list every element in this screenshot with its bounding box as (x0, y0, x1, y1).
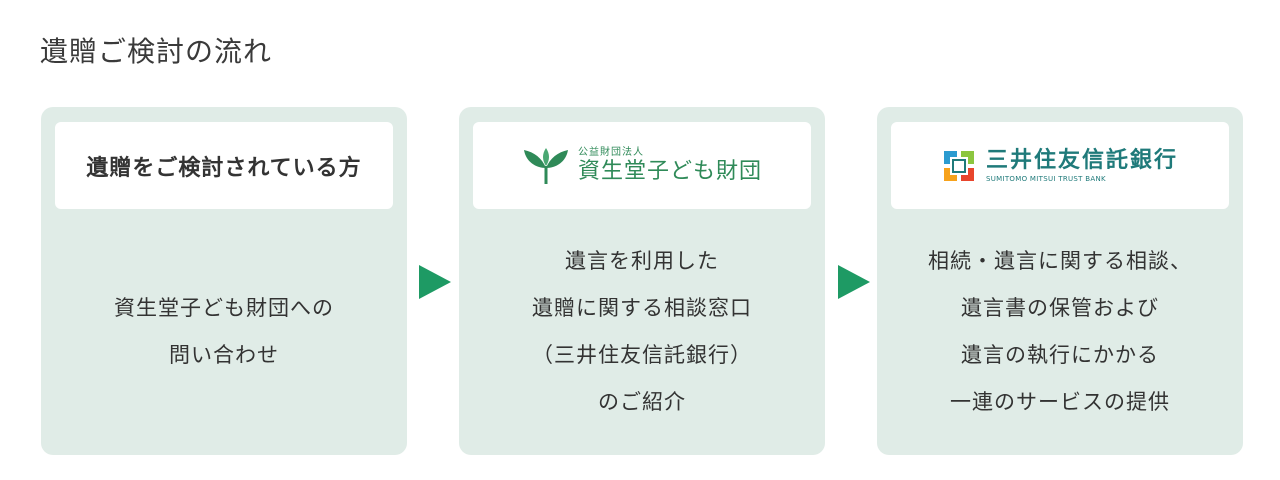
logo-subtitle: SUMITOMO MITSUI TRUST BANK (985, 174, 1106, 183)
step-card-body: 相続・遺言に関する相談、 遺言書の保管および 遺言の執行にかかる 一連のサービス… (877, 209, 1243, 455)
leaf-sprout-icon (523, 147, 568, 184)
step-card-referral: 公益財団法人 資生堂子ども財団 遺言を利用した 遺贈に関する相談窓口 （三井住友… (459, 107, 825, 455)
step-text-line: 遺言書の保管および (961, 296, 1159, 320)
step-card-body: 資生堂子ども財団への 問い合わせ (41, 209, 407, 455)
logo-subtitle: 公益財団法人 (577, 146, 644, 158)
smtb-logo: 三井住友信託銀行 SUMITOMO MITSUI TRUST BANK (942, 148, 1178, 184)
step-card-body: 遺言を利用した 遺贈に関する相談窓口 （三井住友信託銀行） のご紹介 (459, 209, 825, 455)
step-text-line: （三井住友信託銀行） (532, 343, 752, 367)
step-card-inquiry: 遺贈をご検討されている方 資生堂子ども財団への 問い合わせ (41, 107, 407, 455)
shiseido-foundation-logo: 公益財団法人 資生堂子ども財団 (522, 146, 762, 186)
step-text-line: 遺言の執行にかかる (961, 343, 1159, 367)
step-header-label: 遺贈をご検討されている方 (86, 155, 362, 181)
step-card-header: 遺贈をご検討されている方 (55, 122, 393, 209)
step-card-header: 公益財団法人 資生堂子ども財団 (473, 122, 811, 209)
step-text-line: のご紹介 (598, 390, 686, 414)
step-card-trust-services: 三井住友信託銀行 SUMITOMO MITSUI TRUST BANK 相続・遺… (877, 107, 1243, 455)
logo-title: 三井住友信託銀行 (985, 147, 1178, 173)
step-text-line: 相続・遺言に関する相談、 (928, 249, 1192, 273)
step-text-line: 遺言を利用した (565, 249, 719, 273)
step-text-line: 問い合わせ (169, 343, 279, 367)
triangle-right-icon (838, 265, 870, 299)
step-card-header: 三井住友信託銀行 SUMITOMO MITSUI TRUST BANK (891, 122, 1229, 209)
page-title: 遺贈ご検討の流れ (40, 35, 273, 68)
smtb-emblem-icon (943, 150, 974, 181)
step-text-line: 資生堂子ども財団への (114, 296, 334, 320)
logo-title: 資生堂子ども財団 (577, 158, 762, 184)
step-text-line: 一連のサービスの提供 (950, 390, 1170, 414)
triangle-right-icon (419, 265, 451, 299)
step-text-line: 遺贈に関する相談窓口 (532, 296, 752, 320)
